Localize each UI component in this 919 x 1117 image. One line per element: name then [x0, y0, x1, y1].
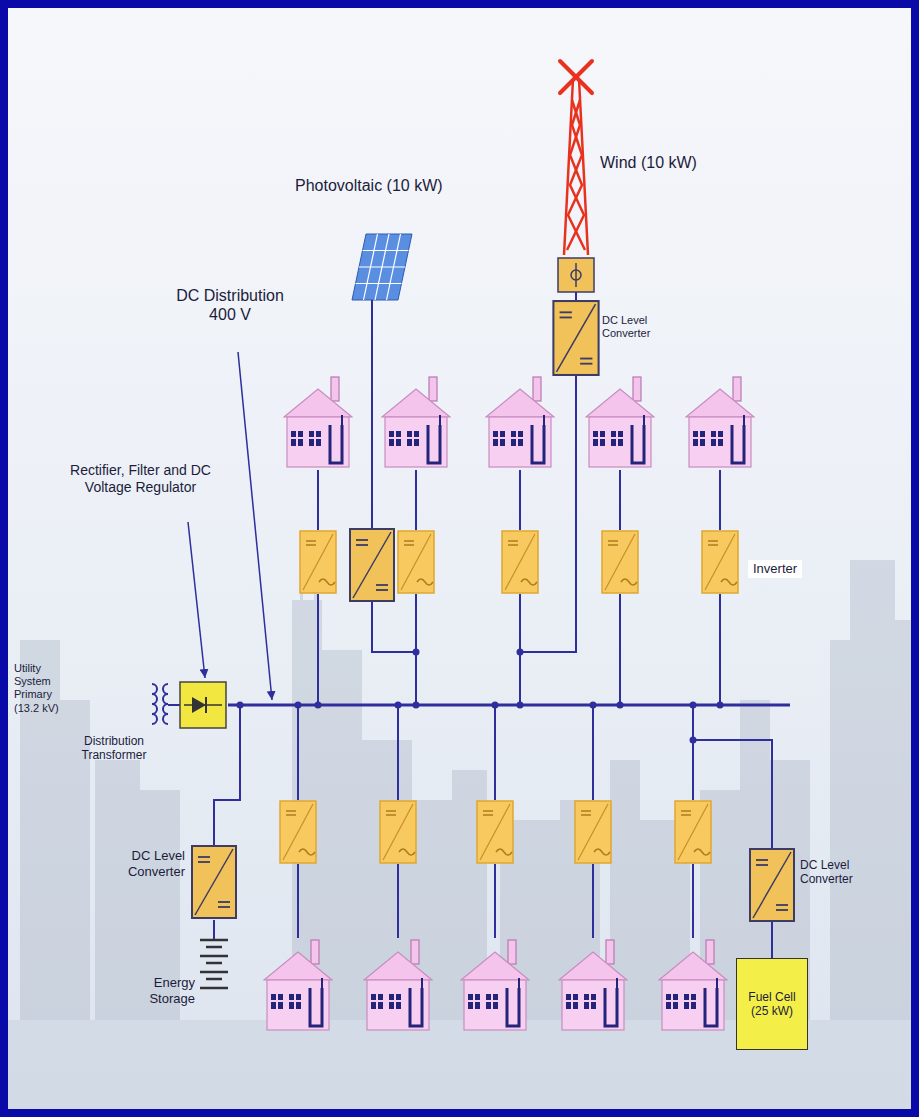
connector — [575, 292, 577, 300]
storage-label: Energy Storage — [125, 975, 195, 1006]
converter-label: DC Level Converter — [800, 858, 860, 887]
energy-storage: Energy Storage — [125, 930, 230, 1030]
wind-turbine: Wind (10 kW) — [540, 55, 725, 292]
fuel-cell-box: Fuel Cell (25 kW) — [736, 958, 808, 1050]
source-label: Wind (10 kW) — [600, 153, 697, 172]
fuel-cell-label: Fuel Cell (25 kW) — [737, 990, 807, 1019]
photovoltaic-array: Photovoltaic (10 kW) — [290, 176, 470, 300]
bus-label: DC Distribution 400 V — [175, 286, 285, 324]
dc-level-converter: DC Level Converter — [552, 300, 662, 376]
converter-label: DC Level Converter — [602, 314, 658, 340]
converter-label: DC Level Converter — [95, 848, 185, 879]
transformer-label: Distribution Transformer — [72, 734, 156, 763]
dc-level-converter: DC Level Converter — [748, 848, 863, 922]
utility-label: Utility System Primary (13.2 kV) — [14, 662, 80, 715]
connector — [213, 920, 215, 930]
dc-level-converter: DC Level Converter — [95, 845, 240, 920]
inverter-label: Inverter — [748, 560, 802, 578]
source-label: Photovoltaic (10 kW) — [295, 176, 443, 195]
connector — [771, 922, 773, 958]
rectifier-label: Rectifier, Filter and DC Voltage Regulat… — [68, 462, 213, 496]
